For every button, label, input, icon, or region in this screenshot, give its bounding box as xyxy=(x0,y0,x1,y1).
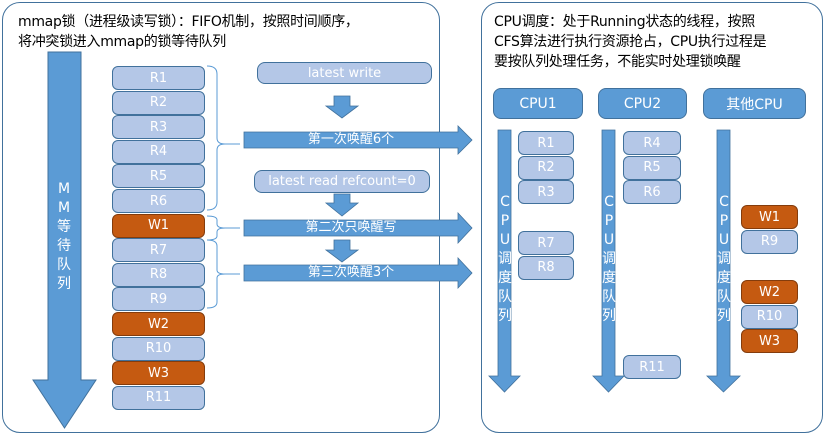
cpu3-task-w3: W3 xyxy=(741,329,798,353)
vertical-label-char: 度 xyxy=(498,270,512,286)
wakeup-arrow-third xyxy=(243,256,473,290)
mm-queue-item-r7: R7 xyxy=(112,238,205,263)
cpu1-task-r3: R3 xyxy=(518,180,574,204)
brace-first-group xyxy=(206,65,226,211)
mmap-lock-description: mmap锁（进程级读写锁）：FIFO机制，按照时间顺序， 将冲突锁进入mmap的… xyxy=(18,14,359,50)
cpu3-task-r10: R10 xyxy=(741,304,798,329)
cpu2-task-r6: R6 xyxy=(623,180,681,204)
mm-queue-item-r6: R6 xyxy=(112,189,205,214)
mm-queue-item-w1: W1 xyxy=(112,213,205,238)
mm-queue-item-r4: R4 xyxy=(112,139,205,164)
vertical-label-char: 队 xyxy=(717,289,731,305)
mm-queue-item-r10: R10 xyxy=(112,336,205,361)
cpu3-task-w2: W2 xyxy=(741,280,798,304)
wakeup-label-third: 第三次唤醒3个 xyxy=(307,265,395,280)
mm-queue-item-r5: R5 xyxy=(112,164,205,189)
vertical-label-char: C xyxy=(719,194,729,210)
other-cpu-queue-arrow xyxy=(706,129,741,393)
mm-queue-item-r1: R1 xyxy=(112,66,205,91)
vertical-label-char: P xyxy=(500,213,510,229)
other-cpu-header: 其他CPU xyxy=(703,88,806,119)
down-arrow-before-third-wakeup xyxy=(324,239,360,263)
vertical-label-char: 列 xyxy=(717,308,731,324)
vertical-label-char: P xyxy=(604,213,614,229)
event-latest-read-refcount: latest read refcount=0 xyxy=(254,170,430,193)
cpu3-task-r9: R9 xyxy=(741,229,798,254)
vertical-label-char: 调 xyxy=(717,251,731,267)
cpu1-task-r8: R8 xyxy=(518,255,574,280)
cpu1-queue-arrow xyxy=(488,129,521,393)
vertical-label-char: M xyxy=(57,200,71,216)
vertical-label-char: 待 xyxy=(57,238,71,254)
cpu2-task-r4: R4 xyxy=(623,131,681,155)
vertical-label-char: U xyxy=(603,232,615,248)
vertical-label-char: 队 xyxy=(57,257,71,273)
event-latest-write: latest write xyxy=(257,62,432,84)
mm-queue-item-w2: W2 xyxy=(112,312,205,337)
brace-second-group xyxy=(206,215,226,241)
vertical-label-char: 列 xyxy=(498,308,512,324)
mm-queue-item-r11: R11 xyxy=(112,385,205,410)
vertical-label-char: 度 xyxy=(602,270,616,286)
wakeup-label-second: 第二次只唤醒写 xyxy=(305,220,397,235)
down-arrow-after-latest-write xyxy=(324,95,360,119)
mm-wait-queue-arrow xyxy=(32,51,97,429)
cpu2-task-r5: R5 xyxy=(623,155,681,180)
wakeup-arrow-second xyxy=(243,211,473,245)
cpu1-task-r7: R7 xyxy=(518,231,574,255)
wakeup-arrow-first xyxy=(243,125,473,155)
vertical-label-char: U xyxy=(499,232,511,248)
vertical-label-char: 列 xyxy=(57,276,71,292)
vertical-label-char: 调 xyxy=(602,251,616,267)
vertical-label-char: M xyxy=(57,181,71,197)
cpu1-header: CPU1 xyxy=(493,88,583,119)
vertical-label-char: 列 xyxy=(602,308,616,324)
cpu1-task-r2: R2 xyxy=(518,155,574,180)
cpu-scheduling-description: CPU调度：处于Running状态的线程，按照 CFS算法进行执行资源抢占，CP… xyxy=(494,14,767,70)
vertical-label-char: 调 xyxy=(498,251,512,267)
vertical-label-char: 等 xyxy=(57,219,71,235)
wakeup-label-first: 第一次唤醒6个 xyxy=(307,132,395,147)
vertical-label-char: C xyxy=(604,194,614,210)
mm-queue-item-r8: R8 xyxy=(112,262,205,287)
brace-third-group xyxy=(206,239,226,309)
vertical-label-char: C xyxy=(500,194,510,210)
vertical-label-char: P xyxy=(719,213,729,229)
cpu2-task-r11: R11 xyxy=(623,355,681,379)
cpu3-task-w1: W1 xyxy=(741,205,798,229)
mm-queue-item-r3: R3 xyxy=(112,115,205,140)
mm-queue-item-r2: R2 xyxy=(112,90,205,115)
vertical-label-char: 队 xyxy=(602,289,616,305)
cpu1-task-r1: R1 xyxy=(518,131,574,155)
vertical-label-char: 队 xyxy=(498,289,512,305)
down-arrow-after-latest-read xyxy=(324,193,360,217)
mm-queue-item-w3: W3 xyxy=(112,361,205,386)
cpu2-queue-arrow xyxy=(592,129,625,393)
vertical-label-char: U xyxy=(718,232,730,248)
mm-queue-item-r9: R9 xyxy=(112,287,205,312)
cpu2-header: CPU2 xyxy=(598,88,687,119)
vertical-label-char: 度 xyxy=(717,270,731,286)
